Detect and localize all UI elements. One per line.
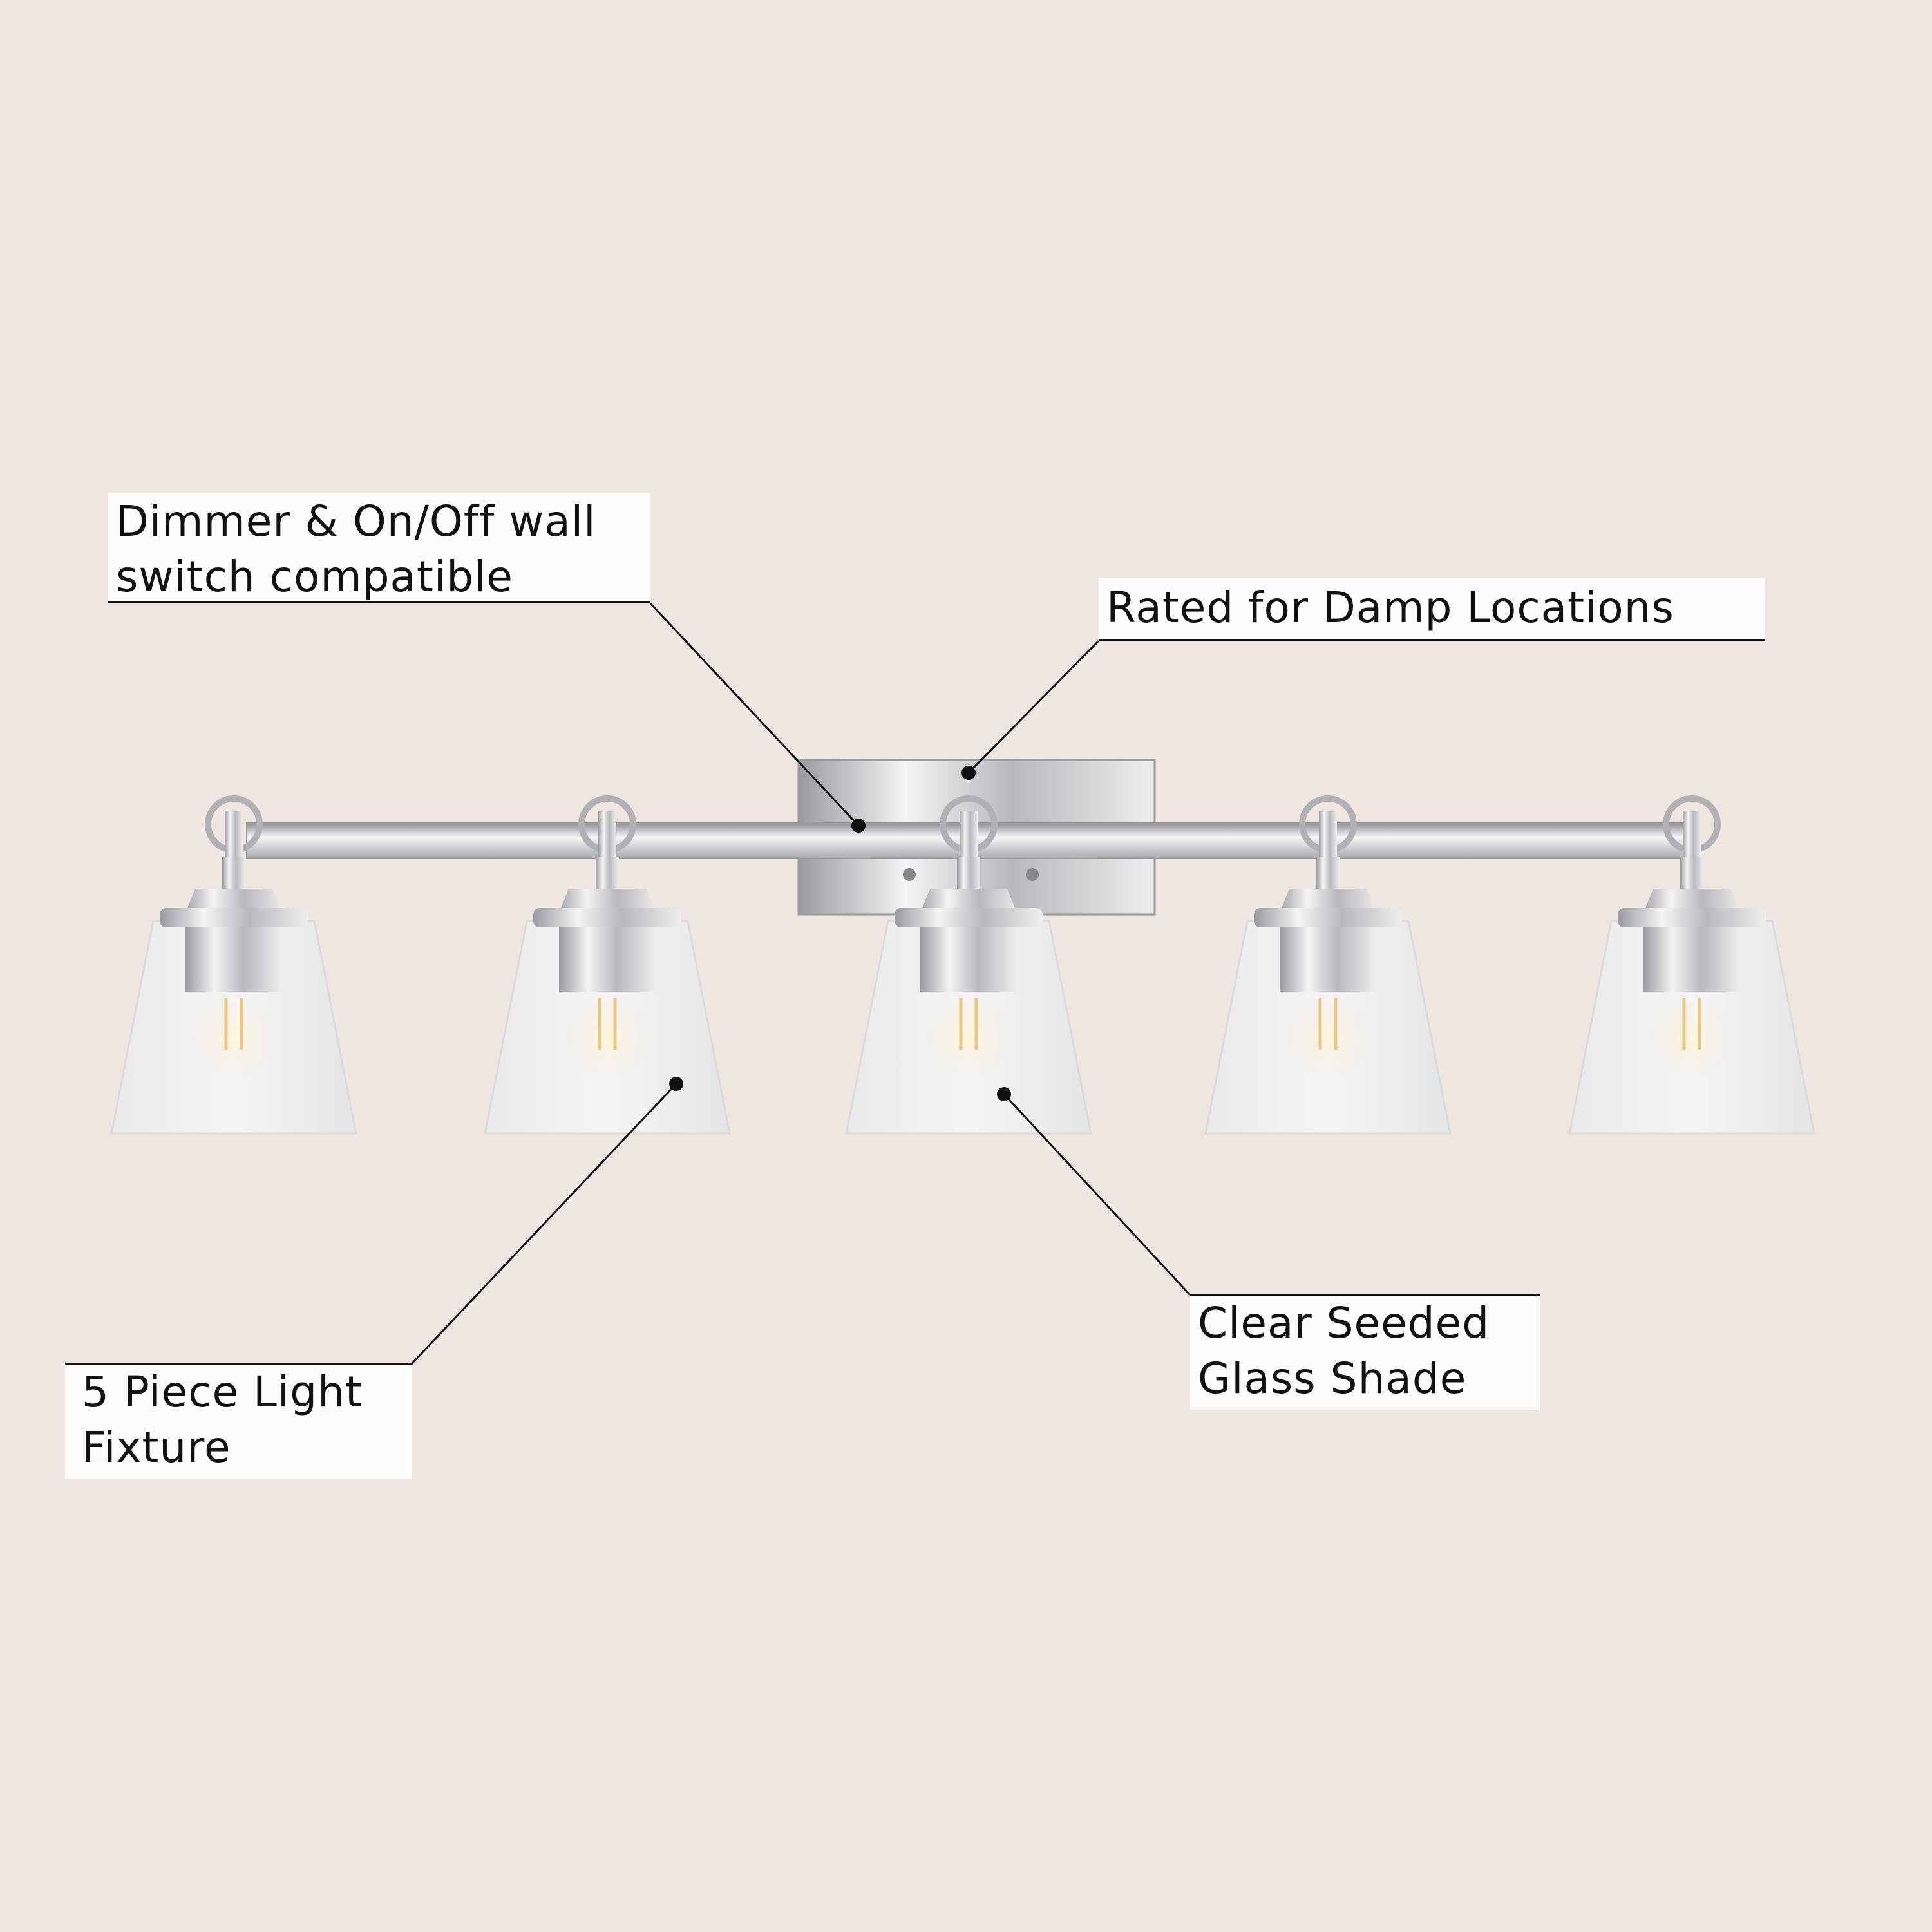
callout-dimmer-line2: switch compatible (116, 552, 514, 601)
callout-dimmer-line1: Dimmer & On/Off wall (116, 497, 596, 546)
callout-pieces: 5 Piece Light Fixture (65, 1363, 412, 1479)
callout-glass-line1: Clear Seeded (1198, 1298, 1490, 1348)
callout-dimmer: Dimmer & On/Off wall switch compatible (108, 493, 650, 603)
callout-pieces-line1: 5 Piece Light (82, 1367, 363, 1417)
callout-pieces-line2: Fixture (82, 1423, 231, 1472)
callout-dots (669, 766, 1011, 1101)
callout-damp-text: Rated for Damp Locations (1106, 583, 1674, 632)
callout-leaders (410, 602, 1191, 1365)
callout-glass-line2: Glass Shade (1198, 1354, 1467, 1403)
callout-glass: Clear Seeded Glass Shade (1190, 1294, 1540, 1410)
callout-damp: Rated for Damp Locations (1099, 578, 1765, 641)
